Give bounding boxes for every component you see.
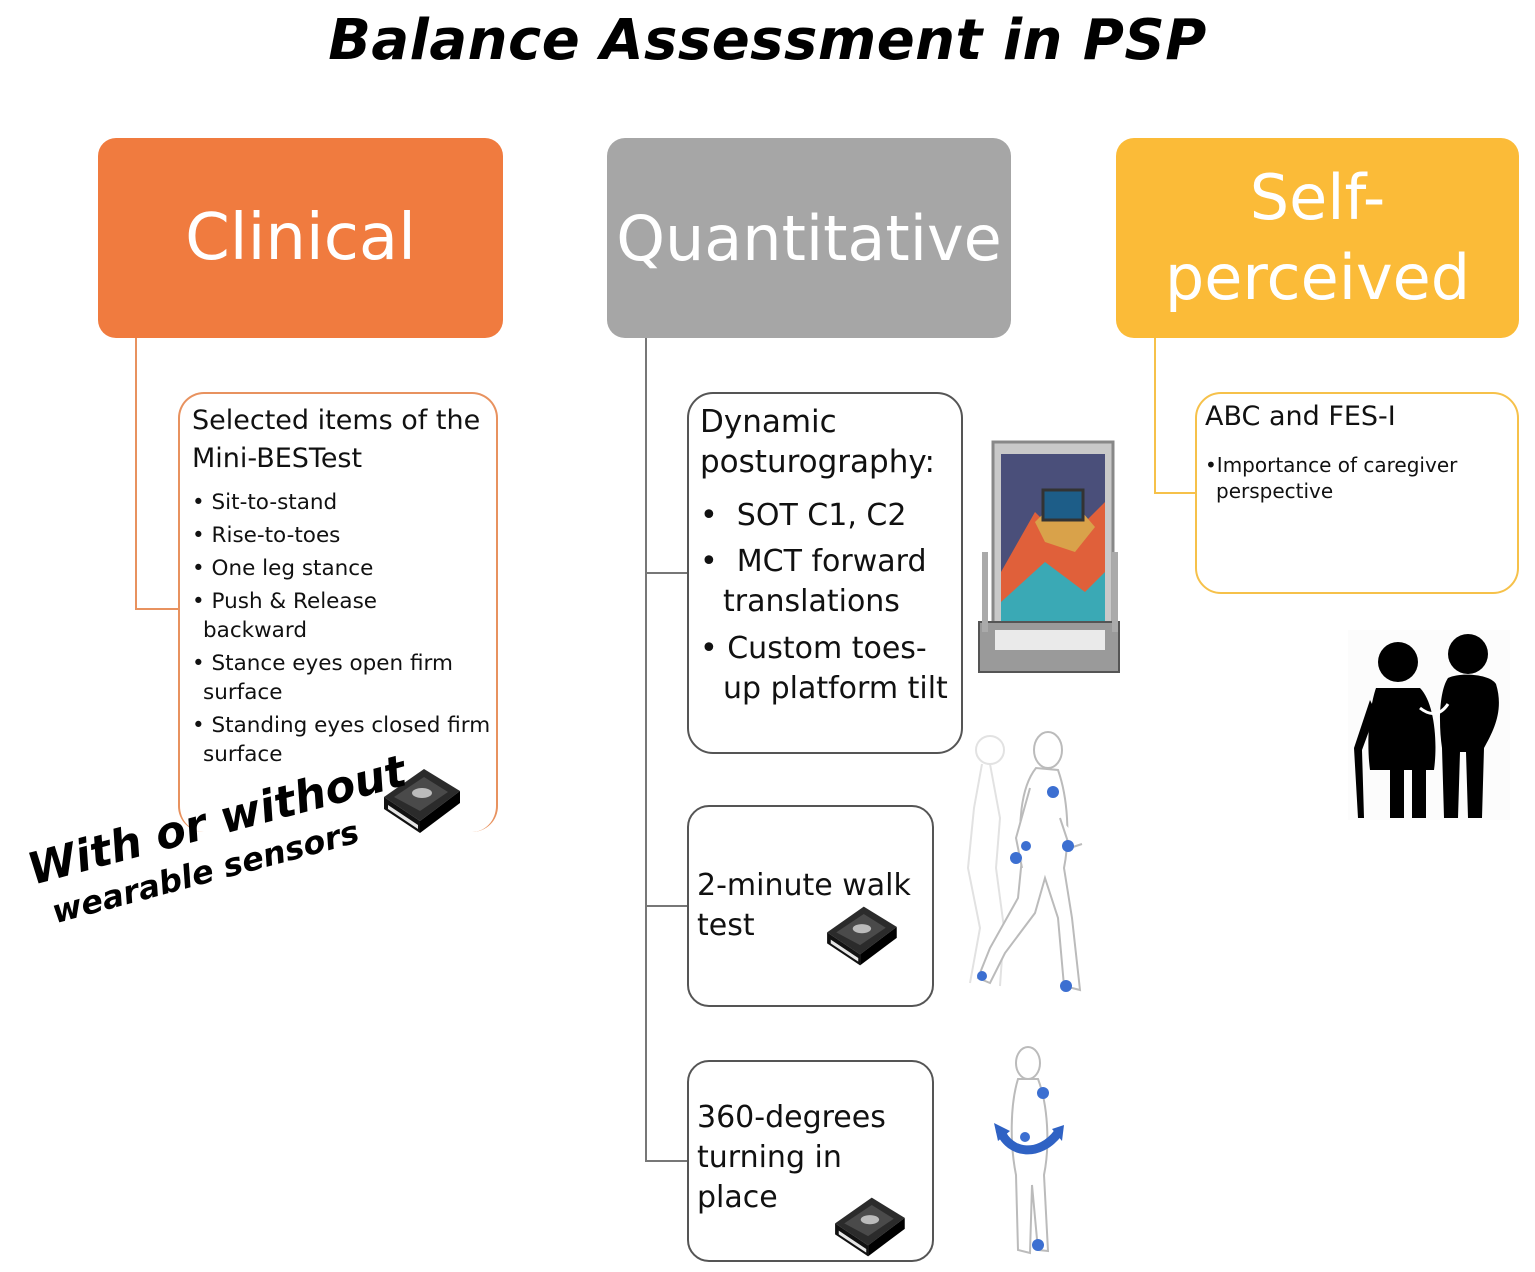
wearable-sensor-icon [827, 906, 897, 966]
self-perceived-box [1195, 392, 1519, 594]
list-item: • Stance eyes open firm [192, 651, 453, 676]
list-item: • One leg stance [192, 556, 374, 581]
list-item-continuation: backward [203, 618, 307, 643]
posturography-device-icon [978, 440, 1120, 673]
clinical-category-label: Clinical [185, 201, 416, 275]
quantitative-category: Quantitative [607, 138, 1011, 338]
clinical-box-heading: Selected items of the Mini-BESTest [192, 402, 480, 478]
self-box-item: •Importance of caregiver perspective [1205, 453, 1458, 503]
list-item: • MCT forward [700, 544, 927, 579]
turning-test-line2: turning in [697, 1140, 842, 1175]
self-perceived-category: Self- perceived [1116, 138, 1519, 338]
list-item: • Sit-to-stand [192, 490, 338, 515]
self-box-heading: ABC and FES-I [1205, 401, 1396, 432]
list-item: • Push & Release [192, 589, 378, 614]
list-item-continuation: surface [203, 742, 283, 767]
list-item: • Standing eyes closed firm [192, 713, 491, 738]
diagram-title: Balance Assessment in PSP [328, 8, 1207, 73]
posturography-heading: Dynamic posturography: [700, 402, 935, 482]
turning-test-line3: place [697, 1180, 778, 1215]
turning-test-label: 360-degrees turning in place [697, 1098, 886, 1218]
self-connector-vertical [1154, 338, 1156, 494]
turning-test-line1: 360-degrees [697, 1100, 886, 1135]
elderly-couple-icon [1348, 630, 1510, 820]
clinical-category: Clinical [98, 138, 503, 338]
quant-connector-vertical [645, 338, 647, 1162]
clinical-heading-line2: Mini-BESTest [192, 443, 363, 474]
quant-connector-branch-2 [645, 905, 687, 907]
wearable-sensor-icon [384, 769, 460, 833]
walk-test-line2: test [697, 908, 755, 943]
posturography-box [687, 392, 963, 754]
self-box-item-line1: Importance of caregiver [1216, 453, 1458, 477]
turning-test-box [687, 1060, 934, 1262]
quantitative-category-label: Quantitative [616, 201, 1002, 275]
clinical-heading-line1: Selected items of the [192, 405, 481, 436]
list-item: • Custom toes- [700, 631, 927, 666]
self-perceived-label-line1: Self- [1249, 161, 1386, 234]
walk-test-label: 2-minute walk test [697, 866, 911, 946]
clinical-items-box [178, 392, 498, 832]
list-item-continuation: surface [203, 680, 283, 705]
list-item-continuation: translations [723, 584, 900, 619]
clinical-connector-horizontal [135, 608, 179, 610]
clinical-connector-vertical [135, 338, 137, 610]
walk-test-line1: 2-minute walk [697, 868, 911, 903]
self-perceived-label-line2: perceived [1164, 241, 1471, 314]
posturography-heading-line2: posturography: [700, 444, 935, 480]
self-box-item-line2: perspective [1216, 479, 1334, 503]
walking-figure-icon [966, 731, 1083, 992]
wearable-sensor-icon [835, 1197, 905, 1257]
list-item: • SOT C1, C2 [700, 498, 907, 533]
posturography-heading-line1: Dynamic [700, 404, 837, 440]
list-item-continuation: up platform tilt [723, 671, 948, 706]
quant-connector-branch-1 [645, 572, 687, 574]
list-item: • Rise-to-toes [192, 523, 341, 548]
walk-test-box [687, 805, 934, 1007]
turning-figure-icon [994, 1046, 1064, 1255]
self-connector-horizontal [1154, 492, 1196, 494]
quant-connector-branch-3 [645, 1160, 687, 1162]
